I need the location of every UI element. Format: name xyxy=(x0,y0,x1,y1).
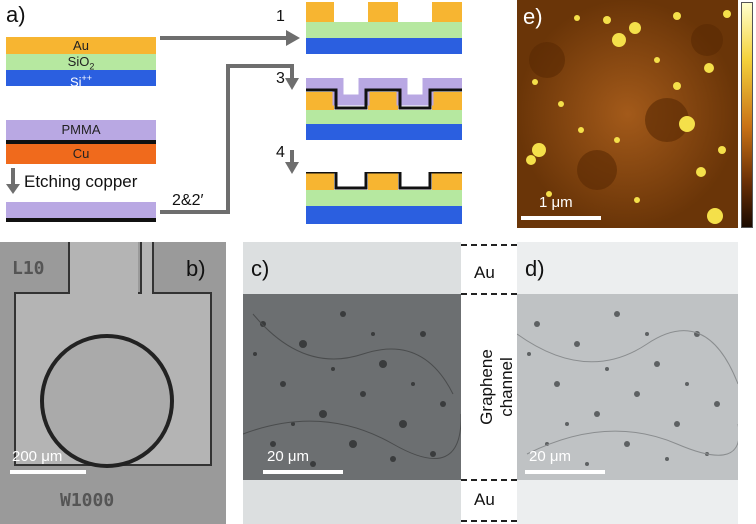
au-region-top-c xyxy=(243,242,461,294)
step-2-label: 2&2′ xyxy=(172,192,204,209)
divider-top xyxy=(461,244,517,246)
si-superscript: ++ xyxy=(81,73,93,83)
pmma-layer: PMMA xyxy=(6,120,156,140)
step-4-label: 4 xyxy=(276,144,285,161)
mark-w1000: W1000 xyxy=(60,490,115,511)
channel-label-line2: channel xyxy=(497,357,516,417)
upper-gap xyxy=(80,242,138,296)
channel-label-wrap: Graphene channel xyxy=(461,295,517,477)
scale-text-b: 200 μm xyxy=(12,448,63,465)
step-3-label: 3 xyxy=(276,70,285,87)
cu-layer: Cu xyxy=(6,144,156,164)
scale-text-c: 20 μm xyxy=(267,448,309,465)
graphene-region-c xyxy=(243,294,461,480)
au-top-label: Au xyxy=(474,263,495,282)
panel-a-label: a) xyxy=(6,2,26,27)
sio2-subscript: 2 xyxy=(89,61,95,72)
panel-c: c) 20 μm xyxy=(243,242,461,524)
sio2-label: SiO xyxy=(67,54,90,69)
au-region-top-d xyxy=(517,242,738,294)
au-layer: Au xyxy=(6,37,156,54)
au-region-bottom-c xyxy=(243,480,461,524)
panel-d: d) 20 μm xyxy=(517,242,738,524)
si-label: Si xyxy=(69,74,82,90)
panel-e: e) 1 μm xyxy=(517,0,738,228)
panel-b-label: b) xyxy=(186,256,206,281)
device-step3 xyxy=(306,78,462,140)
channel-label-line1: Graphene xyxy=(477,349,496,425)
etching-text: Etching copper xyxy=(24,172,138,191)
divider-lower xyxy=(461,479,517,481)
panel-d-label: d) xyxy=(525,256,545,281)
height-colorbar xyxy=(741,2,753,228)
scale-bar-e xyxy=(521,216,601,220)
upper-arm-right xyxy=(140,242,154,294)
divider-bottom xyxy=(461,520,517,522)
scale-bar-b xyxy=(10,470,86,474)
mark-l10: L10 xyxy=(12,258,45,279)
scale-text-d: 20 μm xyxy=(529,448,571,465)
pmma-film xyxy=(6,202,156,218)
panel-c-label: c) xyxy=(251,256,270,281)
au-region-bottom-d xyxy=(517,480,738,524)
graphene-region-d xyxy=(517,294,738,480)
etching-arrow xyxy=(6,168,20,194)
sio2-layer: SiO2 xyxy=(6,54,156,72)
process-arrows xyxy=(160,30,300,214)
cu-label: Cu xyxy=(72,146,90,161)
au-bottom-label: Au xyxy=(474,490,495,509)
device-step1 xyxy=(306,2,462,54)
step-1-label: 1 xyxy=(276,8,285,25)
divider-upper xyxy=(461,293,517,295)
au-label: Au xyxy=(73,38,89,53)
panel-b: L10 W1000 b) 200 μm xyxy=(0,242,226,524)
circular-channel xyxy=(40,334,174,468)
scale-bar-c xyxy=(263,470,343,474)
device-step4 xyxy=(306,172,462,224)
panel-e-label: e) xyxy=(523,4,543,29)
afm-image xyxy=(517,0,738,228)
scale-bar-d xyxy=(525,470,605,474)
si-layer: Si++ xyxy=(6,70,156,90)
scale-text-e: 1 μm xyxy=(539,194,573,211)
graphene-film xyxy=(6,218,156,222)
pmma-label: PMMA xyxy=(61,122,101,137)
graphene-layer xyxy=(6,140,156,144)
